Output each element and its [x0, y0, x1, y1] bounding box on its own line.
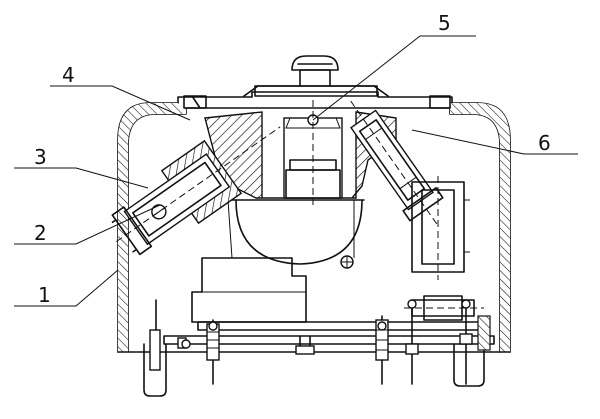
- callout-4: 4: [62, 63, 75, 87]
- callout-6: 6: [538, 131, 551, 155]
- callout-leaders: [14, 35, 578, 307]
- callout-3: 3: [34, 145, 47, 169]
- callout-2: 2: [34, 221, 47, 245]
- housing-shell: [117, 91, 511, 353]
- bolts-and-feet: [143, 299, 491, 397]
- lower-bowl: [223, 199, 365, 269]
- central-block: [204, 100, 397, 205]
- right-cylinder: [350, 100, 444, 225]
- left-cylinder: [111, 126, 281, 256]
- callout-labels: 1 2 3 4 5 6: [34, 11, 551, 307]
- top-cover: [183, 55, 451, 109]
- callout-5: 5: [438, 11, 451, 35]
- callout-1: 1: [38, 283, 51, 307]
- lower-center-housing: [191, 257, 307, 323]
- right-vertical-unit: [411, 176, 470, 280]
